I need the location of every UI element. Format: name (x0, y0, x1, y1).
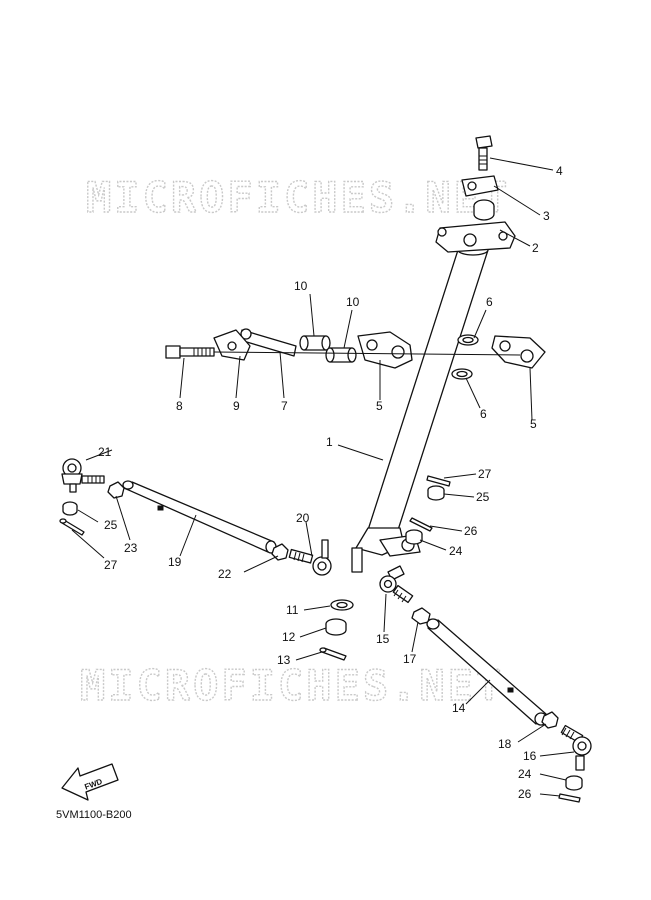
callout-21: 21 (98, 445, 112, 459)
column-holder[interactable] (435, 221, 516, 253)
jam-nut-left[interactable] (107, 481, 125, 499)
callout-27a: 27 (478, 467, 492, 481)
callout-1: 1 (326, 435, 333, 449)
callout-26a: 26 (464, 524, 478, 538)
callout-22: 22 (218, 567, 232, 581)
rod-end-left[interactable] (61, 458, 105, 493)
callout-8: 8 (176, 399, 183, 413)
castle-nut-25[interactable] (427, 485, 445, 501)
rod-end-inner[interactable] (288, 539, 332, 576)
callout-11: 11 (286, 603, 299, 617)
callout-25a: 25 (476, 490, 490, 504)
callout-15: 15 (376, 632, 390, 646)
callout-26b: 26 (518, 787, 532, 801)
diagram-code: 5VM1100-B200 (56, 809, 132, 821)
callout-5b: 5 (530, 417, 537, 431)
callout-2: 2 (532, 241, 539, 255)
callout-13: 13 (277, 653, 291, 667)
cotter-pin-26-right[interactable] (558, 793, 581, 803)
callout-5a: 5 (376, 399, 383, 413)
jam-nut-rod[interactable] (271, 543, 289, 561)
bushing-lower[interactable] (451, 368, 473, 380)
bracket-half-left[interactable] (357, 331, 413, 369)
castle-nut-12[interactable] (325, 618, 347, 636)
collar-a[interactable] (299, 335, 331, 351)
castle-nut-24-right[interactable] (565, 775, 583, 791)
callout-20: 20 (296, 511, 310, 525)
watermark-bottom: MICROFICHES.NET (80, 661, 504, 710)
castle-nut-24[interactable] (405, 529, 423, 545)
callout-6b: 6 (480, 407, 487, 421)
callout-10b: 10 (346, 295, 360, 309)
leader-lines (71, 157, 575, 797)
callout-23: 23 (124, 541, 138, 555)
bushing-upper[interactable] (457, 334, 479, 346)
bushing[interactable] (473, 199, 495, 221)
bracket-half-right[interactable] (491, 335, 546, 369)
cotter-pin-left[interactable] (59, 518, 85, 536)
callout-17: 17 (403, 652, 417, 666)
callout-18: 18 (498, 737, 512, 751)
rod-end-knuckle[interactable] (379, 565, 414, 604)
rod-end-right[interactable] (560, 724, 592, 771)
callout-14: 14 (452, 701, 466, 715)
cotter-pin-27[interactable] (426, 475, 451, 487)
castle-nut-left[interactable] (62, 501, 78, 516)
callout-3: 3 (543, 209, 550, 223)
callout-7: 7 (281, 399, 288, 413)
callout-9: 9 (233, 399, 240, 413)
cotter-pin-13[interactable] (319, 647, 347, 661)
callout-25b: 25 (104, 518, 118, 532)
shaft-clamp[interactable] (461, 175, 499, 197)
fwd-arrow-icon: FWD (61, 763, 119, 801)
callout-16: 16 (523, 749, 537, 763)
callout-4: 4 (556, 164, 563, 178)
callout-10a: 10 (294, 279, 308, 293)
callout-6a: 6 (486, 295, 493, 309)
callout-24b: 24 (518, 767, 532, 781)
cotter-pin-26[interactable] (409, 517, 433, 532)
washer-11[interactable] (330, 599, 354, 611)
callout-19: 19 (168, 555, 182, 569)
tie-rod-left[interactable] (122, 480, 277, 554)
callout-12: 12 (282, 630, 296, 644)
bracket-bolt[interactable] (165, 345, 215, 359)
watermark-top: MICROFICHES.NET (86, 173, 510, 222)
callout-24a: 24 (449, 544, 463, 558)
collar-b[interactable] (325, 347, 357, 363)
callout-27b: 27 (104, 558, 118, 572)
column-bolt[interactable] (475, 135, 493, 171)
tie-rod-right[interactable] (426, 618, 548, 726)
